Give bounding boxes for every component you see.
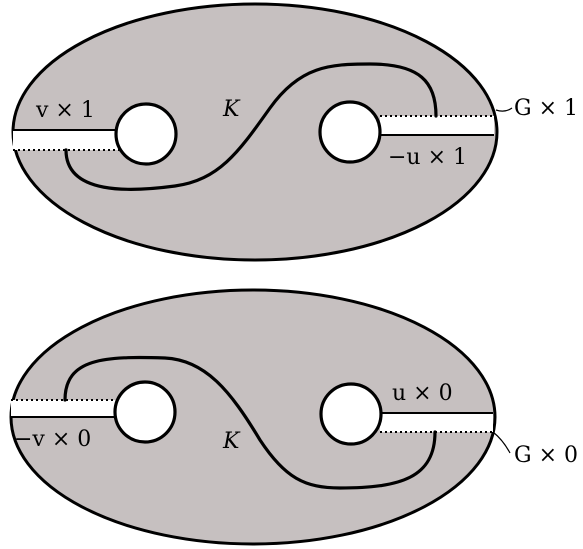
bottom-left-hole <box>113 380 177 444</box>
bottom-knot-label: K <box>222 429 241 454</box>
bottom-surface-leader <box>492 431 511 454</box>
bottom-right-cut-label: u × 0 <box>392 381 453 406</box>
bottom-left-cut-label: −v × 0 <box>14 427 91 452</box>
top-surface-label: G × 1 <box>514 96 578 121</box>
top-left-cut-label: v × 1 <box>35 98 95 123</box>
top-knot-curve <box>64 62 438 191</box>
bottom-knot-curve <box>63 355 437 490</box>
top-right-hole <box>318 100 382 164</box>
bottom-left-cut <box>11 399 123 418</box>
bottom-right-cut <box>380 412 493 433</box>
top-surface-leader <box>495 107 513 112</box>
bottom-right-hole <box>319 382 383 446</box>
top-surface: v × 1 −u × 1 K G × 1 <box>11 2 578 262</box>
top-left-hole <box>114 102 178 166</box>
bottom-surface-label: G × 0 <box>514 443 578 468</box>
top-right-cut-label: −u × 1 <box>388 145 467 170</box>
top-right-cut <box>380 115 494 136</box>
top-knot-label: K <box>222 97 241 122</box>
bottom-surface: −v × 0 u × 0 K G × 0 <box>9 288 578 546</box>
top-left-cut <box>13 129 125 151</box>
